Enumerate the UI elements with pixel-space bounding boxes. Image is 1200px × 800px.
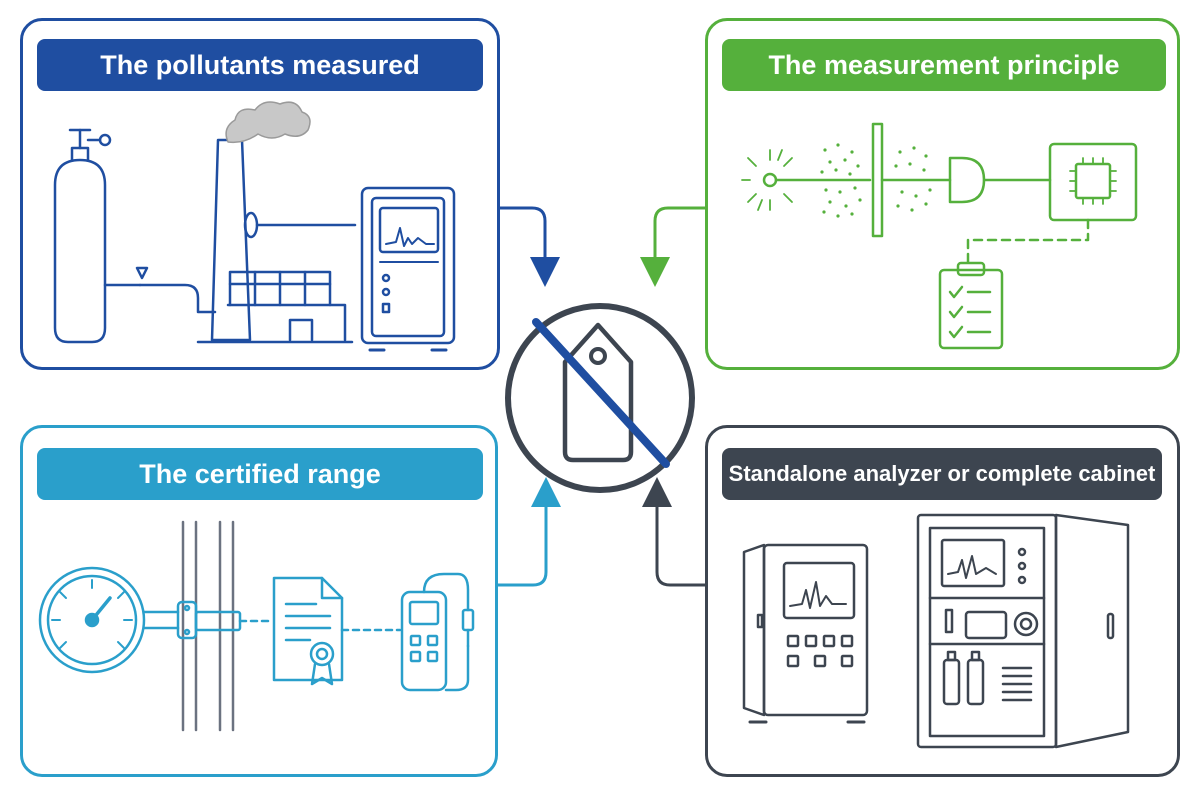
certificate-icon [272, 576, 402, 686]
filter-plate-icon [871, 122, 952, 238]
pipe-flange-icon [181, 520, 235, 732]
connector-cabinet [642, 477, 705, 587]
pollutants-title: The pollutants measured [37, 39, 483, 91]
gas-analyzer-icon [360, 186, 456, 352]
gas-cylinder-icon [53, 128, 217, 344]
cabinet-panel: Standalone analyzer or complete cabinet [705, 425, 1180, 777]
cabinet-title: Standalone analyzer or complete cabinet [722, 448, 1162, 500]
chimney-stack-icon [196, 138, 357, 344]
connector-principle [640, 206, 705, 287]
particles-icon [820, 143, 932, 218]
no-price-tag-icon [505, 303, 695, 493]
range-title: The certified range [37, 448, 483, 500]
principle-title: The measurement principle [722, 39, 1166, 91]
connector-pollutants [500, 206, 560, 287]
detector-icon [948, 156, 1052, 204]
smoke-cloud [225, 101, 311, 144]
principle-panel: The measurement principle [705, 18, 1180, 370]
checklist-icon [938, 261, 1004, 350]
handheld-calibrator-icon [400, 572, 475, 692]
pressure-gauge-icon [38, 566, 274, 674]
light-source-icon [741, 149, 872, 211]
analyzer-cabinet-icon [916, 513, 1130, 749]
connector-range [498, 477, 561, 587]
microchip-icon [966, 142, 1138, 264]
standalone-analyzer-icon [742, 543, 869, 724]
pollutants-panel: The pollutants measured [20, 18, 500, 370]
